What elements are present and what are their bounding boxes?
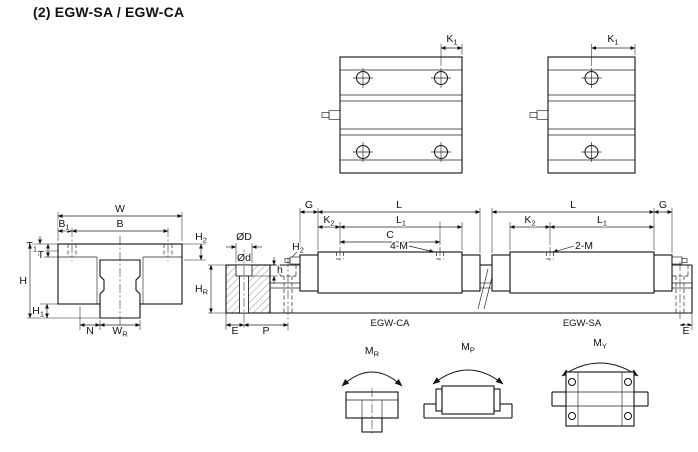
label-4m-holes: 4-M (390, 240, 408, 252)
dim-label-k2-sa: K2 (524, 214, 535, 228)
dim-label-b: B (116, 218, 123, 230)
dim-label-wr: WR (112, 325, 128, 339)
block-bolt-holes-hidden (546, 247, 554, 263)
dim-label-e-right: E (682, 325, 689, 337)
model-label-egw-ca: EGW-CA (371, 318, 411, 329)
dim-label-t1: T1 (26, 240, 37, 254)
dim-label-p: P (262, 325, 269, 337)
model-label-egw-sa: EGW-SA (563, 318, 602, 329)
dim-label-h2-ca: H2 (292, 241, 304, 255)
dim-label-h1: H1 (32, 305, 44, 319)
dim-label-b1: B1 (58, 218, 69, 232)
side-view-egw-ca-block: G L K2 L1 C 4-M H2 EGW-CA (284, 198, 481, 330)
dim-label-h-depth: h (277, 264, 283, 276)
side-view-egw-sa-block: L G K2 L1 2-M EGW-SA (491, 198, 688, 330)
rail-bolt-hole-hidden (279, 258, 297, 330)
dim-label-l1-sa: L1 (597, 214, 607, 228)
block-bolt-holes-hidden (336, 247, 444, 263)
dim-label-hr: HR (195, 283, 209, 297)
rail-bolt-hole-hidden (671, 262, 689, 319)
dim-label-od: ØD (236, 231, 252, 243)
moment-label-my: MY (593, 337, 607, 351)
moment-label-mr: MR (365, 345, 380, 359)
top-view-egw-sa-block: K1 (529, 32, 636, 174)
mounting-holes (353, 68, 451, 162)
dim-label-g-ca: G (305, 199, 313, 211)
rotation-arrow-mp (432, 369, 504, 385)
dim-label-h2-front: H2 (195, 231, 207, 245)
rotation-arrow-my (561, 362, 639, 377)
dim-label-l1-ca: L1 (396, 214, 406, 228)
dim-label-l-sa: L (570, 199, 576, 211)
grease-nipple-icon (284, 256, 301, 265)
dim-label-c-ca: C (386, 229, 394, 241)
grease-nipple-icon (671, 256, 688, 265)
grease-nipple-icon (529, 110, 549, 120)
dim-label-w: W (115, 203, 125, 215)
dim-label-n: N (86, 325, 94, 337)
page-title: (2) EGW-SA / EGW-CA (33, 4, 185, 20)
dim-label-k2-ca: K2 (323, 214, 334, 228)
dim-label-g-sa: G (659, 199, 667, 211)
dim-label-l-ca: L (396, 199, 402, 211)
top-view-egw-ca-block: K1 (321, 32, 463, 174)
mounting-holes (581, 68, 602, 162)
rail-side-view: E (270, 258, 693, 338)
label-2m-holes: 2-M (575, 240, 593, 252)
dim-label-e: E (231, 325, 238, 337)
moment-my-diagram: MY (551, 336, 649, 427)
moment-mr-diagram: MR (341, 344, 403, 436)
moment-label-mp: MP (461, 341, 475, 355)
front-view-block-on-rail: W B1 B T1 T H2 H H1 (18, 202, 208, 340)
dim-label-k1-sa: K1 (607, 33, 618, 47)
moment-mp-diagram: MP (423, 340, 513, 419)
dim-label-t: T (38, 249, 45, 261)
rotation-arrow-mr (341, 371, 403, 387)
grease-nipple-icon (321, 110, 341, 120)
dim-label-h: H (19, 275, 27, 287)
dim-label-k1-ca: K1 (446, 33, 457, 47)
dim-label-od-small: Ød (237, 252, 251, 264)
rail-cross-section: ØD Ød h HR E P (194, 230, 289, 338)
